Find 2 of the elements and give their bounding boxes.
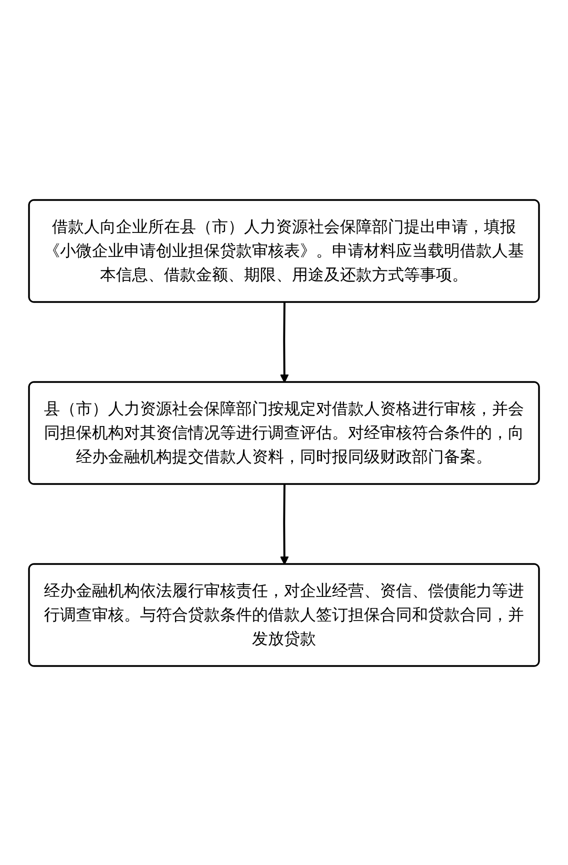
arrow [280, 302, 289, 382]
arrow [280, 484, 289, 564]
